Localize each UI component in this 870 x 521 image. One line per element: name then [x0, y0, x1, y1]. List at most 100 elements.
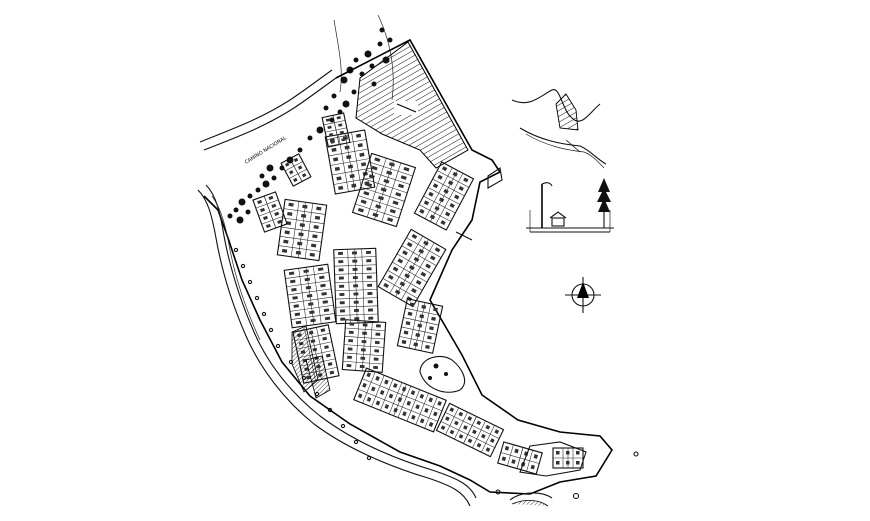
house-mark	[351, 183, 357, 188]
house-mark	[360, 356, 366, 360]
north-arrow-icon	[565, 277, 601, 313]
house-mark	[407, 311, 413, 316]
house-mark	[441, 166, 448, 172]
house-mark	[293, 304, 299, 308]
south-detail	[495, 441, 639, 507]
house-mark	[429, 255, 436, 261]
tree-icon	[377, 41, 383, 47]
house-mark	[452, 171, 458, 177]
house-mark	[443, 188, 449, 194]
house-mark	[361, 162, 367, 167]
tree-icon	[247, 193, 253, 199]
house-mark	[372, 212, 379, 218]
house-mark	[298, 232, 304, 237]
house-mark	[360, 199, 367, 205]
house-mark	[374, 340, 380, 345]
house-mark	[366, 182, 373, 188]
house-mark	[383, 178, 390, 184]
house-mark	[402, 411, 407, 417]
tree-icon	[379, 27, 385, 33]
house-mark	[395, 192, 402, 197]
house-mark	[374, 157, 381, 162]
house-mark	[316, 206, 322, 211]
house-mark	[428, 422, 434, 427]
tree-icon	[316, 126, 324, 134]
house-mark	[347, 164, 354, 169]
tree-icon	[266, 164, 274, 172]
house-mark	[353, 284, 359, 288]
house-mark	[334, 166, 340, 171]
lot-block	[341, 319, 387, 373]
house-mark	[413, 256, 420, 263]
house-mark	[338, 260, 344, 264]
house-mark	[294, 312, 301, 317]
house-mark	[411, 233, 418, 240]
house-mark	[428, 397, 434, 403]
tree-icon	[371, 81, 377, 87]
house-mark	[353, 292, 359, 296]
house-mark	[411, 414, 416, 420]
house-mark	[431, 316, 436, 321]
house-mark	[419, 314, 425, 319]
house-mark	[373, 365, 378, 370]
house-mark	[346, 154, 352, 160]
house-mark	[454, 194, 460, 200]
house-mark	[330, 140, 335, 144]
tree-icon	[238, 198, 246, 206]
house-mark	[351, 251, 357, 255]
tree-icon	[259, 173, 265, 179]
lot-blocks	[252, 112, 584, 475]
lower-reserve	[291, 325, 331, 399]
lot-block	[280, 153, 312, 187]
house-mark	[352, 276, 358, 280]
house-mark	[530, 464, 535, 470]
house-mark	[357, 393, 363, 399]
tree-icon	[227, 213, 233, 219]
lot-block	[333, 247, 379, 325]
house-mark	[386, 170, 393, 176]
house-mark	[323, 308, 330, 313]
street-section	[526, 178, 614, 233]
house-mark	[501, 456, 507, 462]
house-mark	[490, 438, 495, 443]
house-mark	[368, 174, 375, 179]
tree-icon	[245, 209, 251, 215]
house-mark	[374, 349, 380, 353]
house-mark	[511, 459, 516, 464]
tree-icon	[323, 105, 329, 111]
house-mark	[363, 191, 370, 196]
street-lamp-icon	[541, 182, 553, 187]
house-mark	[301, 173, 307, 178]
tree-icon	[275, 343, 281, 349]
house-mark	[371, 165, 378, 171]
house-mark	[437, 174, 443, 180]
house-mark	[424, 407, 429, 413]
house-mark	[349, 322, 355, 326]
tree-icon	[268, 327, 274, 333]
house-mark	[411, 288, 417, 294]
tree-icon	[369, 63, 375, 69]
house-mark	[339, 130, 345, 135]
house-mark	[388, 393, 394, 399]
house-mark	[338, 123, 343, 127]
tree-icon	[240, 263, 246, 269]
house-mark	[367, 300, 373, 304]
tree-icon	[254, 295, 260, 301]
house-mark	[302, 204, 308, 209]
house-mark	[265, 223, 271, 229]
house-mark	[340, 317, 346, 321]
house-mark	[423, 240, 429, 246]
house-mark	[401, 386, 407, 392]
house-mark	[444, 211, 451, 217]
house-mark	[257, 199, 263, 205]
house-mark	[297, 241, 303, 246]
house-mark	[429, 214, 436, 220]
house-mark	[320, 328, 326, 333]
road-label: CAMINO NACIONAL	[244, 135, 288, 166]
house-mark	[434, 205, 440, 211]
house-mark	[340, 309, 346, 313]
house-mark	[425, 344, 430, 350]
house-mark	[476, 420, 482, 426]
lot-block	[396, 298, 444, 354]
